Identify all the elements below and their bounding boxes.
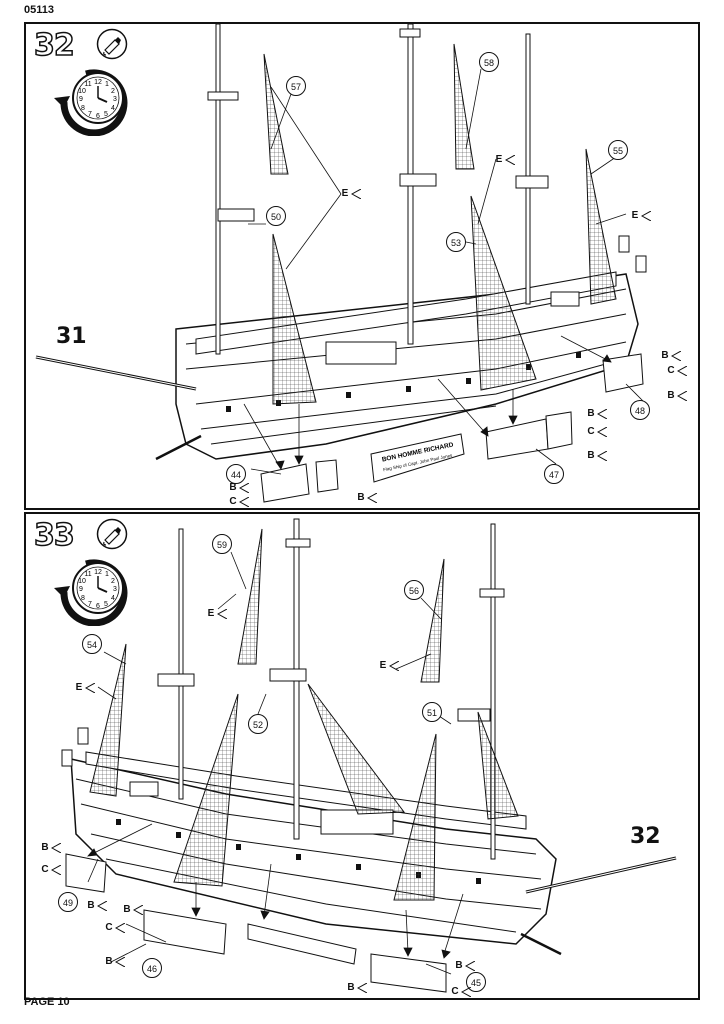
- sprue-tag: E: [494, 154, 515, 166]
- part-callout: 49: [58, 892, 78, 912]
- svg-text:5: 5: [104, 601, 108, 608]
- glue-icon: [96, 518, 128, 550]
- svg-text:1: 1: [105, 81, 109, 88]
- sprue-tag: B: [586, 450, 607, 462]
- sprue-tag: C: [104, 922, 125, 934]
- svg-text:11: 11: [84, 81, 91, 88]
- svg-text:2: 2: [111, 88, 115, 95]
- svg-text:7: 7: [88, 111, 92, 118]
- part-callout: 53: [446, 232, 466, 252]
- sprue-tag: C: [450, 986, 471, 998]
- svg-text:5: 5: [104, 111, 108, 118]
- svg-text:11: 11: [84, 571, 91, 578]
- part-callout: 56: [404, 580, 424, 600]
- svg-text:9: 9: [79, 586, 83, 593]
- svg-text:4: 4: [111, 105, 115, 112]
- part-callout: 51: [422, 702, 442, 722]
- sprue-tag: B: [228, 482, 249, 494]
- sprue-tag: C: [586, 426, 607, 438]
- part-callout: 55: [608, 140, 628, 160]
- ship-assembly-illustration: BON HOMME RICHARD Flag Ship of Capt. Joh…: [35, 24, 647, 503]
- part-callout: 48: [630, 400, 650, 420]
- svg-text:8: 8: [81, 105, 85, 112]
- svg-text:10: 10: [78, 578, 86, 585]
- page-label: PAGE 10: [24, 996, 70, 1008]
- sprue-tag: C: [228, 496, 249, 508]
- part-callout: 52: [248, 714, 268, 734]
- sprue-tag: E: [378, 660, 399, 672]
- sprue-tag: C: [40, 864, 61, 876]
- svg-text:6: 6: [96, 603, 100, 610]
- document-code: 05113: [24, 4, 54, 16]
- svg-text:10: 10: [78, 88, 86, 95]
- drying-time-clock-icon: 12 11 10 9 8 7 6 5 4 3 2 1: [54, 559, 128, 626]
- step-33-panel: 33 12 11 10 9 8 7 6 5 4 3 2 1: [24, 512, 700, 1000]
- sprue-tag: E: [340, 188, 361, 200]
- svg-text:4: 4: [111, 595, 115, 602]
- sprue-tag: C: [666, 365, 687, 377]
- part-callout: 58: [479, 52, 499, 72]
- part-callout: 45: [466, 972, 486, 992]
- svg-text:2: 2: [111, 578, 115, 585]
- svg-text:1: 1: [105, 571, 109, 578]
- sprue-tag: B: [356, 492, 377, 504]
- part-callout: 59: [212, 534, 232, 554]
- svg-text:12: 12: [94, 569, 102, 576]
- svg-text:8: 8: [81, 595, 85, 602]
- svg-text:9: 9: [79, 96, 83, 103]
- sprue-tag: B: [40, 842, 61, 854]
- ship-nameplate: BON HOMME RICHARD Flag Ship of Capt. Joh…: [370, 433, 465, 483]
- ship-assembly-illustration: [61, 518, 677, 993]
- svg-text:6: 6: [96, 113, 100, 120]
- svg-text:7: 7: [88, 601, 92, 608]
- part-callout: 44: [226, 464, 246, 484]
- sprue-tag: B: [454, 960, 475, 972]
- sprue-tag: B: [104, 956, 125, 968]
- sprue-tag: E: [630, 210, 651, 222]
- drying-time-clock-icon: 12 11 10 9 8 7 6 5 4 3 2 1: [54, 69, 128, 136]
- previous-step-reference: 31: [56, 324, 87, 349]
- clock-numeral: 12: [94, 79, 102, 86]
- svg-text:3: 3: [113, 586, 117, 593]
- step-number: 33: [33, 517, 75, 554]
- step-number: 32: [33, 27, 75, 64]
- sprue-tag: B: [586, 408, 607, 420]
- sprue-tag: E: [74, 682, 95, 694]
- part-callout: 57: [286, 76, 306, 96]
- part-callout: 54: [82, 634, 102, 654]
- glue-icon: [96, 28, 128, 60]
- part-callout: 46: [142, 958, 162, 978]
- part-callout: 47: [544, 464, 564, 484]
- sprue-tag: B: [86, 900, 107, 912]
- part-callout: 50: [266, 206, 286, 226]
- svg-text:3: 3: [113, 96, 117, 103]
- sprue-tag: B: [346, 982, 367, 994]
- sprue-tag: E: [206, 608, 227, 620]
- previous-step-reference: 32: [630, 824, 661, 849]
- step-32-panel: 32 12 11 10 9 8 7 6 5 4 3 2 1: [24, 22, 700, 510]
- sprue-tag: B: [122, 904, 143, 916]
- sprue-tag: B: [666, 390, 687, 402]
- sprue-tag: B: [660, 350, 681, 362]
